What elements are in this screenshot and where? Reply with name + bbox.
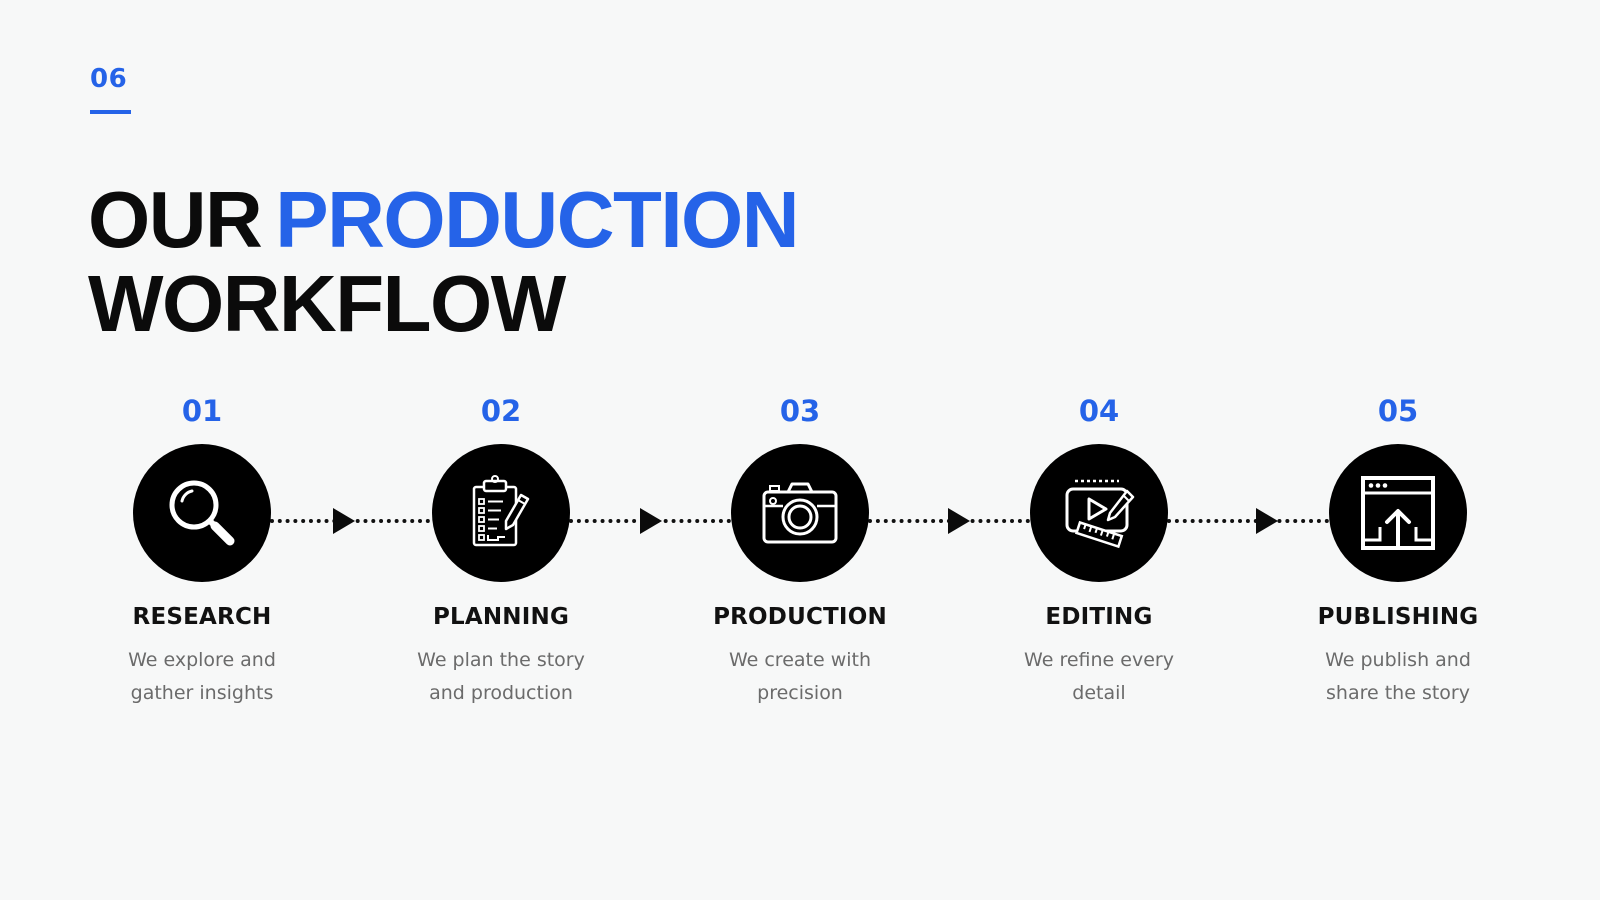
title-word-production: PRODUCTION [275,175,799,264]
step-description: We explore and gather insights [128,649,276,704]
step-number: 02 [480,394,522,428]
step-description: We plan the story and production [417,649,585,704]
step-title: PRODUCTION [713,604,887,630]
arrow-2-3 [640,508,662,534]
camera-icon [731,444,869,582]
step-title: PLANNING [432,604,570,630]
arrow-3-4 [948,508,970,534]
arrow-4-5 [1256,508,1278,534]
title-word-our: OUR [88,175,263,264]
video-edit-icon [1030,444,1168,582]
step-number: 04 [1078,394,1120,428]
page-number: 06 [90,64,128,94]
workflow-step-research: 01 RESEARCH We explore and gather insigh… [82,393,322,710]
workflow-step-planning: 02 PLANNING We plan the story and produc… [381,393,621,710]
step-description: We create with precision [728,649,872,704]
clipboard-checklist-icon [432,444,570,582]
step-number: 03 [779,394,821,428]
step-title: EDITING [1045,604,1153,630]
step-title: RESEARCH [132,604,272,630]
connector-4-5 [1167,519,1329,523]
arrow-1-2 [333,508,355,534]
step-title: PUBLISHING [1317,604,1479,630]
page-number-underline [90,110,131,114]
title-word-workflow: WORKFLOW [88,259,566,348]
step-description: We refine every detail [1024,649,1174,704]
step-description: We publish and share the story [1325,649,1471,704]
workflow-step-editing: 04 EDITING We refine every detail [979,393,1219,710]
step-number: 05 [1377,394,1419,428]
step-number: 01 [181,394,223,428]
workflow-step-publishing: 05 PUBLISHING We publish and share the s… [1278,393,1518,710]
upload-window-icon [1329,444,1467,582]
workflow-step-production: 03 PRODUCTION We create with precision [680,393,920,710]
magnifying-glass-icon [133,444,271,582]
